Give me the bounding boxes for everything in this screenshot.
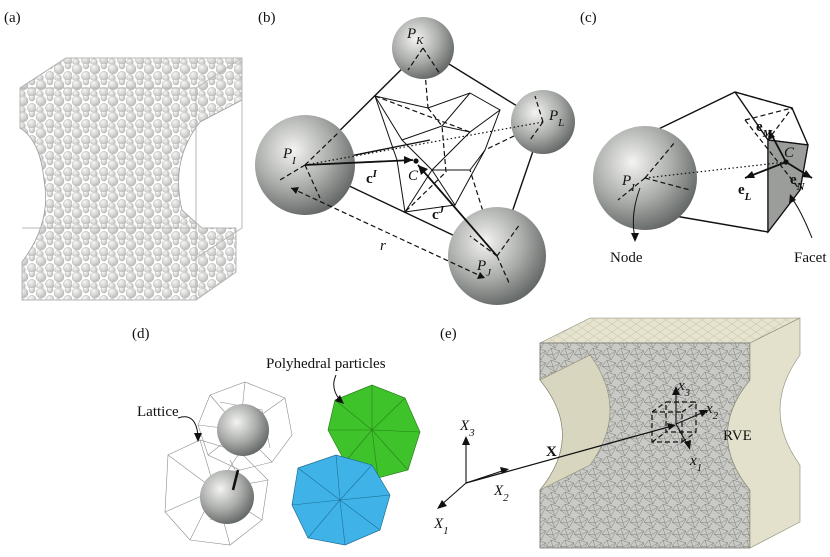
panel-a-label: (a) bbox=[4, 10, 21, 26]
label-eN: eN bbox=[790, 172, 806, 193]
lattice-bond bbox=[231, 469, 240, 491]
label-X: X bbox=[546, 444, 557, 460]
panel-e-label: (e) bbox=[440, 326, 457, 342]
label-polyhedral: Polyhedral particles bbox=[266, 356, 386, 372]
vector-cJ bbox=[417, 164, 498, 257]
axis-x1-head bbox=[684, 440, 691, 450]
polyhedral-pointer-head bbox=[335, 395, 344, 404]
axis-X3-head bbox=[462, 436, 470, 445]
distance-r-head-right bbox=[477, 272, 485, 279]
label-lattice: Lattice bbox=[137, 404, 179, 420]
voronoi-cell bbox=[374, 92, 501, 214]
panel-b: (b) bbox=[255, 10, 575, 305]
vector-eL-head bbox=[745, 171, 755, 178]
label-rve: RVE bbox=[723, 428, 752, 444]
label-node: Node bbox=[610, 250, 643, 266]
vector-cI bbox=[304, 159, 414, 166]
facet-pointer bbox=[789, 195, 813, 239]
label-eM: eM bbox=[756, 119, 774, 140]
label-facet: Facet bbox=[794, 250, 827, 266]
panel-c: (c) PI eM eL eN C Nod bbox=[580, 10, 827, 266]
vector-cI-head bbox=[404, 156, 413, 164]
panel-a: (a) bbox=[4, 10, 243, 301]
axis-x2-head bbox=[699, 410, 708, 417]
lattice-pointer-head bbox=[194, 433, 202, 442]
lattice-pointer bbox=[177, 416, 199, 437]
node-pointer-head bbox=[631, 233, 639, 242]
vector-eM-head bbox=[768, 130, 775, 140]
label-X1: X1 bbox=[433, 516, 449, 537]
panel-c-label: (c) bbox=[580, 10, 597, 26]
label-cJ: cJ bbox=[432, 204, 445, 223]
panel-d-label: (d) bbox=[132, 326, 150, 342]
lattice-sphere-upper bbox=[217, 404, 269, 456]
sphere-spokes bbox=[279, 47, 544, 286]
polyhedron-green bbox=[327, 384, 421, 479]
lattice-sphere-lower bbox=[200, 470, 254, 524]
distance-r-line bbox=[290, 187, 486, 279]
axis-x2 bbox=[675, 411, 705, 425]
label-x2: x2 bbox=[705, 401, 719, 422]
axis-X2-head bbox=[500, 467, 509, 474]
label-cI: cI bbox=[366, 168, 378, 187]
label-PL: PL bbox=[548, 108, 564, 129]
position-vector-X bbox=[465, 425, 673, 484]
label-PK: PK bbox=[406, 26, 424, 47]
label-PI: PI bbox=[282, 146, 297, 167]
panel-e: (e) X3 X2 X1 X x3 x2 x1 bbox=[433, 317, 801, 549]
label-PI-c: PI bbox=[621, 173, 636, 194]
label-C: C bbox=[408, 168, 419, 184]
label-PJ: PJ bbox=[476, 258, 492, 279]
panel-b-label: (b) bbox=[258, 10, 276, 26]
distance-r-head-left bbox=[291, 187, 299, 194]
axis-X1 bbox=[439, 482, 467, 507]
specimen-side bbox=[727, 317, 801, 549]
dotted-link bbox=[304, 121, 544, 166]
axis-X1-head bbox=[437, 500, 447, 509]
polyhedron-blue bbox=[291, 454, 391, 546]
position-vector-X-head bbox=[667, 423, 676, 430]
facet-pointer-head bbox=[789, 194, 796, 204]
bounding-box-wireframe bbox=[19, 57, 243, 301]
cell-hidden-edges-c bbox=[734, 91, 801, 191]
axis-x3-head bbox=[672, 386, 680, 395]
vector-cJ-head bbox=[418, 165, 428, 175]
label-C-c: C bbox=[784, 145, 795, 161]
panel-d: (d) Lattice Polyhedral particles bbox=[132, 326, 421, 546]
vector-eN-head bbox=[802, 170, 812, 178]
particle-specimen bbox=[19, 57, 243, 301]
label-eL: eL bbox=[738, 182, 752, 203]
label-X2: X2 bbox=[493, 483, 509, 504]
contact-point-C bbox=[413, 158, 419, 164]
sphere-spokes-c bbox=[617, 141, 691, 201]
label-r: r bbox=[380, 238, 386, 254]
label-X3: X3 bbox=[459, 418, 475, 439]
notch-left bbox=[539, 354, 611, 491]
label-x3: x3 bbox=[677, 378, 691, 399]
label-x1: x1 bbox=[689, 453, 702, 474]
